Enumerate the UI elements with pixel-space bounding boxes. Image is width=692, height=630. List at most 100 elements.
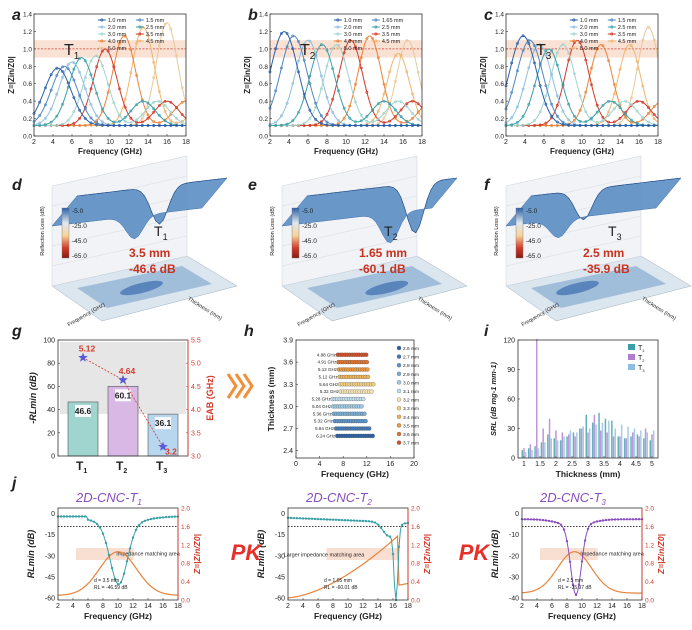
series-point <box>106 124 110 127</box>
legend-label: 2.0 mm <box>108 25 127 31</box>
impedance-line <box>521 551 642 594</box>
series-point <box>72 61 76 65</box>
series-point <box>521 115 525 118</box>
series-point <box>521 49 525 52</box>
rl-point <box>610 518 614 521</box>
series-point <box>641 38 645 42</box>
rl-point <box>164 515 168 519</box>
series-point <box>49 88 53 92</box>
srl-bar <box>568 434 570 458</box>
series-point <box>66 123 70 127</box>
series-point <box>336 44 340 47</box>
y-tick-label: 0.4 <box>495 99 504 106</box>
srl-bar <box>574 436 576 458</box>
colorbar-tick: -45.0 <box>302 238 317 245</box>
series-point <box>641 100 645 104</box>
series-point <box>61 122 64 126</box>
colorbar-tick: -65.0 <box>72 253 87 260</box>
rl-note: RL = -46.59 dB <box>94 585 128 591</box>
legend-marker <box>100 46 104 50</box>
y2-tick-label: 1.6 <box>645 524 654 531</box>
series-point <box>516 121 519 124</box>
x-tick-label: 18 <box>182 139 190 146</box>
series-point <box>169 100 173 104</box>
rl-point <box>616 518 620 521</box>
sample-label: T1 <box>154 223 168 242</box>
colorbar-tick: -5.0 <box>526 208 538 215</box>
x-tick-label: 1 <box>522 461 526 468</box>
bar-value-bg <box>115 389 131 402</box>
series-point <box>95 54 99 58</box>
rl-point <box>140 521 144 524</box>
series-point <box>83 117 87 120</box>
series-point <box>561 84 565 88</box>
x-tick-label: 16 <box>623 603 631 610</box>
band-point <box>365 374 371 380</box>
sample-label: T1 <box>64 42 80 62</box>
x-axis-label: Frequency (GHz) <box>550 147 614 156</box>
rl-point <box>607 518 611 521</box>
y2-tick-label: 0.0 <box>181 598 190 605</box>
series-point <box>146 124 150 127</box>
y-tick-label: 0.2 <box>259 116 268 123</box>
series-point <box>112 124 116 127</box>
x-tick-label: 18 <box>404 603 412 610</box>
series-point <box>365 115 369 118</box>
impedance-line <box>287 534 409 599</box>
series-point <box>112 120 116 124</box>
colorbar-tick: -65.0 <box>302 253 317 260</box>
band-point <box>369 389 374 394</box>
surface-edge <box>306 177 458 234</box>
legend-marker <box>138 32 142 36</box>
x-tick-label: 14 <box>374 603 382 610</box>
rl-point <box>544 519 548 522</box>
y-tick-label: -30 <box>45 553 55 560</box>
series-point <box>411 46 414 50</box>
series-point <box>376 102 380 106</box>
series-point <box>302 121 306 125</box>
panel-label-f: f <box>484 177 491 194</box>
series-point <box>376 124 380 127</box>
legend-swatch <box>628 364 635 370</box>
rl-point <box>98 526 102 529</box>
band-point <box>363 418 368 424</box>
series-point <box>279 123 283 127</box>
contour-minimum <box>365 280 409 296</box>
y-tick-label: 1.4 <box>259 12 268 19</box>
series-point <box>118 41 121 45</box>
y2-tick-label: 4.0 <box>191 407 201 414</box>
series-point <box>601 104 605 107</box>
series-point <box>376 56 380 60</box>
rl-point <box>391 552 395 556</box>
rl-point <box>143 519 147 522</box>
series-point <box>538 84 542 88</box>
y2-tick-label: 1.6 <box>411 524 420 531</box>
series-point <box>388 124 392 127</box>
y-tick-label: 80 <box>47 361 55 368</box>
series-point <box>169 124 173 127</box>
series-point <box>152 76 156 80</box>
series-point <box>129 109 133 113</box>
series-point <box>365 124 369 127</box>
rl-point <box>304 517 308 520</box>
x-axis-label: Thickness (mm) <box>556 469 621 479</box>
series-point <box>331 111 335 114</box>
series-point <box>157 44 161 47</box>
bar-value-bg <box>155 417 171 430</box>
series-line <box>506 43 659 126</box>
y2-axis-label: Z=|Zin/Z0| <box>422 534 432 575</box>
series-point <box>647 111 650 115</box>
x-tick-label: 10 <box>342 139 350 146</box>
srl-bar <box>649 440 651 458</box>
series-point <box>382 92 386 96</box>
series-point <box>550 124 554 127</box>
legend-marker <box>336 46 340 50</box>
legend-marker <box>396 345 402 351</box>
series-point <box>641 116 645 119</box>
rl-point <box>325 518 329 521</box>
series-point <box>325 95 329 99</box>
rl-point <box>307 517 311 520</box>
x-tick-label: 16 <box>387 461 395 468</box>
series-point <box>590 66 593 70</box>
x-tick-label: 12 <box>363 461 371 468</box>
